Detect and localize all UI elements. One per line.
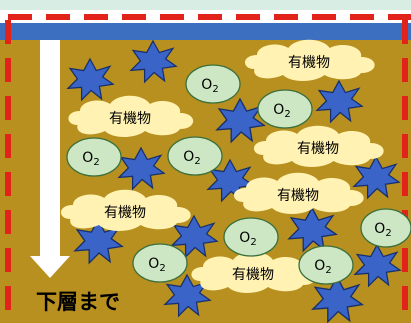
svg-text:O2: O2 — [183, 149, 200, 167]
organic-label: 有機物 — [104, 205, 146, 221]
svg-text:O2: O2 — [239, 230, 256, 248]
oxygen-molecule: O2 — [360, 208, 411, 248]
oxygen-subscript: 2 — [250, 237, 256, 248]
caption-to-lower-layer: 下層まで — [36, 290, 120, 314]
oxygen-symbol: O — [183, 149, 194, 165]
oxygen-symbol: O — [148, 256, 159, 272]
oxygen-molecule: O2 — [257, 89, 313, 129]
oxygen-subscript: 2 — [159, 263, 165, 274]
svg-text:O2: O2 — [374, 221, 391, 239]
oxygen-subscript: 2 — [212, 84, 218, 95]
oxygen-subscript: 2 — [194, 156, 200, 167]
organic-label: 有機物 — [297, 141, 339, 157]
organic-cloud: 有機物 — [60, 189, 191, 231]
organic-label: 有機物 — [277, 188, 319, 204]
organic-cloud: 有機物 — [233, 172, 364, 214]
oxygen-symbol: O — [314, 258, 325, 274]
down-arrow — [30, 40, 70, 278]
oxygen-molecule: O2 — [185, 64, 241, 104]
organic-label: 有機物 — [232, 267, 274, 283]
svg-text:O2: O2 — [273, 102, 290, 120]
oxygen-symbol: O — [82, 150, 93, 166]
oxygen-symbol: O — [273, 102, 284, 118]
water-band — [0, 23, 411, 40]
oxygen-group: O2 O2 O2 O2 O2 O2 O2 O2 — [66, 64, 411, 285]
oxygen-molecule: O2 — [298, 245, 354, 285]
svg-text:O2: O2 — [314, 258, 331, 276]
oxygen-subscript: 2 — [385, 228, 391, 239]
organic-label: 有機物 — [109, 111, 151, 127]
oxygen-symbol: O — [201, 77, 212, 93]
oxygen-molecule: O2 — [132, 243, 188, 283]
oxygen-subscript: 2 — [325, 265, 331, 276]
oxygen-molecule: O2 — [66, 137, 122, 177]
svg-text:O2: O2 — [201, 77, 218, 95]
organic-cloud: 有機物 — [244, 39, 375, 81]
svg-text:O2: O2 — [82, 150, 99, 168]
organic-cloud: 有機物 — [253, 125, 384, 167]
top-strip — [0, 0, 411, 10]
oxygen-molecule: O2 — [223, 217, 279, 257]
organic-cloud: 有機物 — [68, 95, 194, 137]
organic-label: 有機物 — [288, 55, 330, 71]
oxygen-symbol: O — [374, 221, 385, 237]
organic-group: 有機物 有機物 有機物 有機物 有機物 有機物 — [60, 39, 384, 293]
oxygen-subscript: 2 — [93, 157, 99, 168]
svg-text:O2: O2 — [148, 256, 165, 274]
oxygen-symbol: O — [239, 230, 250, 246]
oxygen-molecule: O2 — [167, 136, 223, 176]
oxygen-subscript: 2 — [284, 109, 290, 120]
organic-cloud: 有機物 — [191, 251, 317, 293]
dashed-border — [5, 14, 411, 323]
